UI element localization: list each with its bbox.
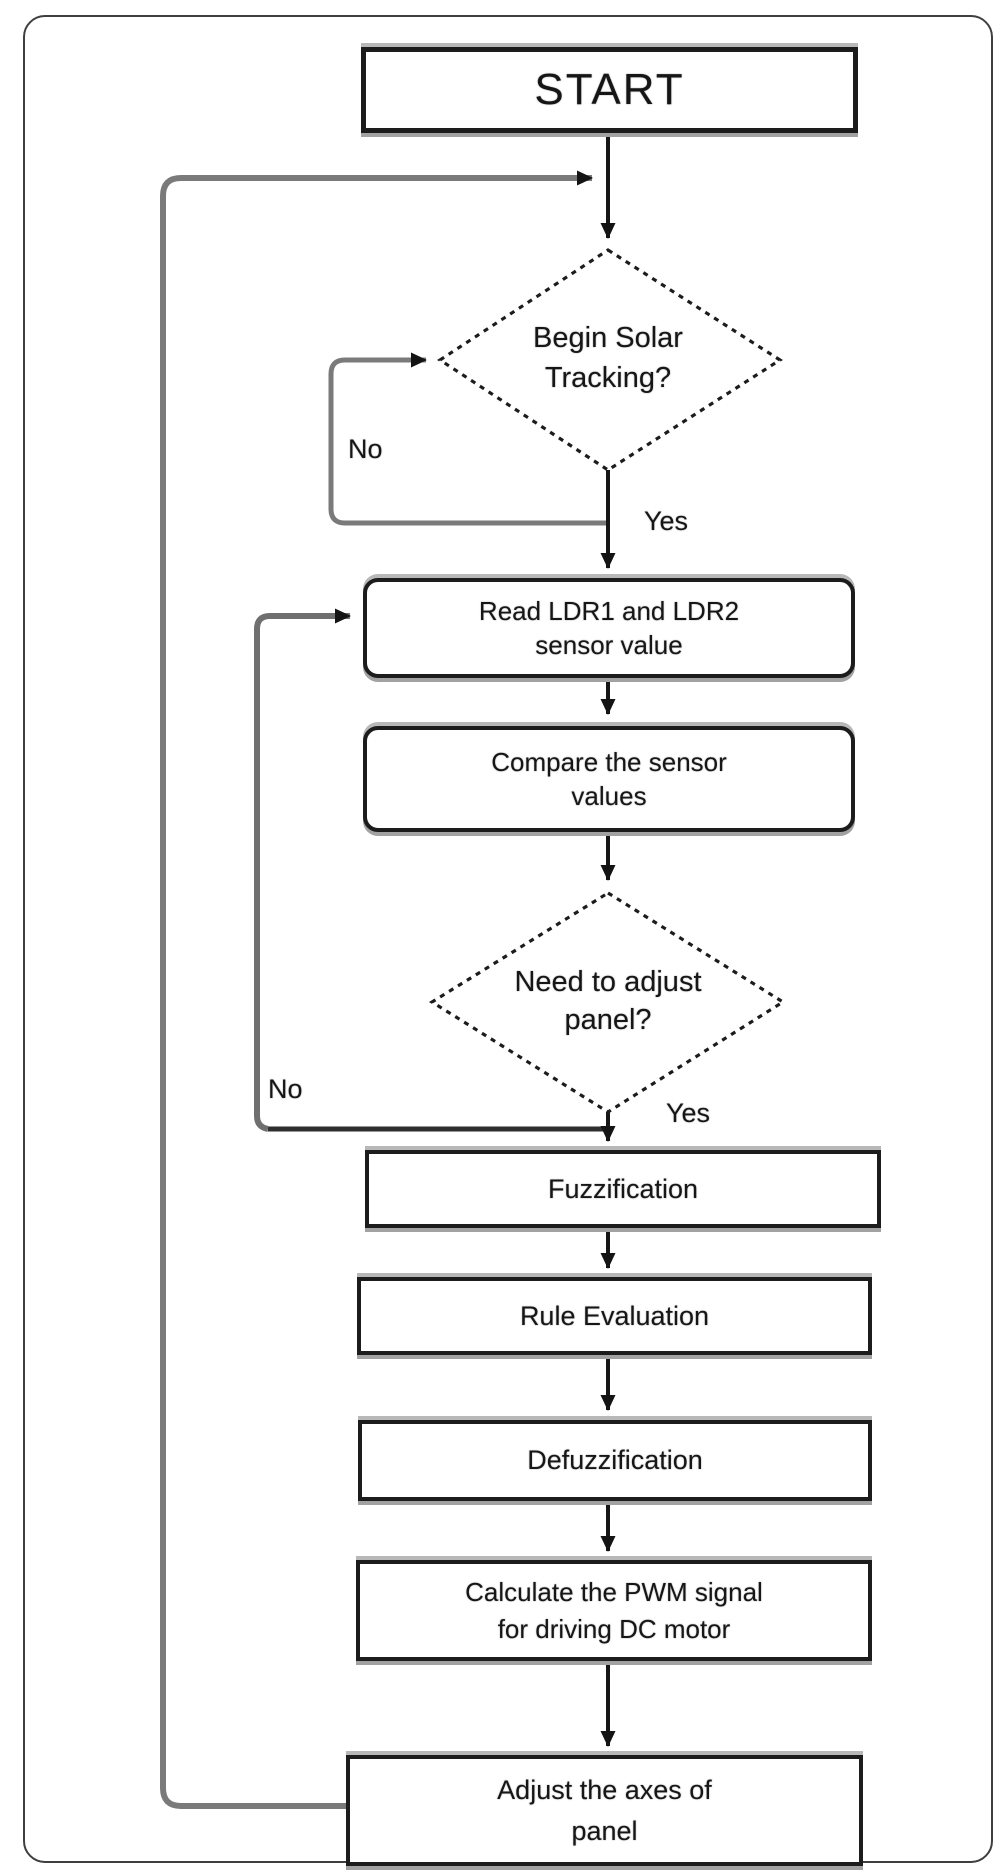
node-begin-tracking-diamond xyxy=(437,248,783,472)
node-start-label: START xyxy=(534,65,685,114)
node-rule-evaluation: Rule Evaluation xyxy=(357,1277,872,1355)
node-fuzzification: Fuzzification xyxy=(365,1150,881,1228)
node-need-adjust-label: Need to adjust panel? xyxy=(450,963,766,1039)
compare-line2: values xyxy=(571,781,647,811)
adjust-axes-line1: Adjust the axes of xyxy=(497,1774,712,1805)
edge-need-adjust-no-loop xyxy=(254,608,351,1132)
calculate-pwm-line1: Calculate the PWM signal xyxy=(465,1576,763,1607)
edge-label-begin-yes: Yes xyxy=(644,506,689,536)
node-adjust-axes: Adjust the axes of panel xyxy=(346,1755,863,1866)
read-ldr-line1: Read LDR1 and LDR2 xyxy=(478,596,740,626)
calculate-pwm-line2: for driving DC motor xyxy=(497,1613,731,1644)
read-ldr-line2: sensor value xyxy=(535,630,683,660)
fuzzification-label: Fuzzification xyxy=(547,1173,699,1204)
defuzzification-label: Defuzzification xyxy=(527,1445,703,1475)
begin-tracking-line2: Tracking? xyxy=(544,362,672,394)
node-read-ldr: Read LDR1 and LDR2 sensor value xyxy=(363,578,855,678)
node-need-adjust-diamond xyxy=(428,891,787,1114)
compare-line1: Compare the sensor xyxy=(491,747,727,777)
edge-label-adjust-no: No xyxy=(268,1074,303,1104)
node-begin-tracking-label: Begin Solar Tracking? xyxy=(460,318,756,398)
node-start: START xyxy=(361,47,858,133)
edge-adjust-to-top-loop xyxy=(160,170,593,1809)
node-defuzzification: Defuzzification xyxy=(358,1420,872,1501)
node-compare: Compare the sensor values xyxy=(363,726,855,832)
edge-label-begin-no: No xyxy=(348,434,383,464)
node-calculate-pwm: Calculate the PWM signal for driving DC … xyxy=(356,1560,872,1661)
edge-label-adjust-yes: Yes xyxy=(666,1098,711,1128)
adjust-axes-line2: panel xyxy=(571,1815,638,1846)
begin-tracking-line1: Begin Solar xyxy=(533,322,683,354)
edge-begin-tracking-no-loop xyxy=(328,352,608,526)
need-adjust-line1: Need to adjust xyxy=(514,966,702,998)
need-adjust-line2: panel? xyxy=(564,1004,652,1036)
rule-evaluation-label: Rule Evaluation xyxy=(519,1300,710,1331)
